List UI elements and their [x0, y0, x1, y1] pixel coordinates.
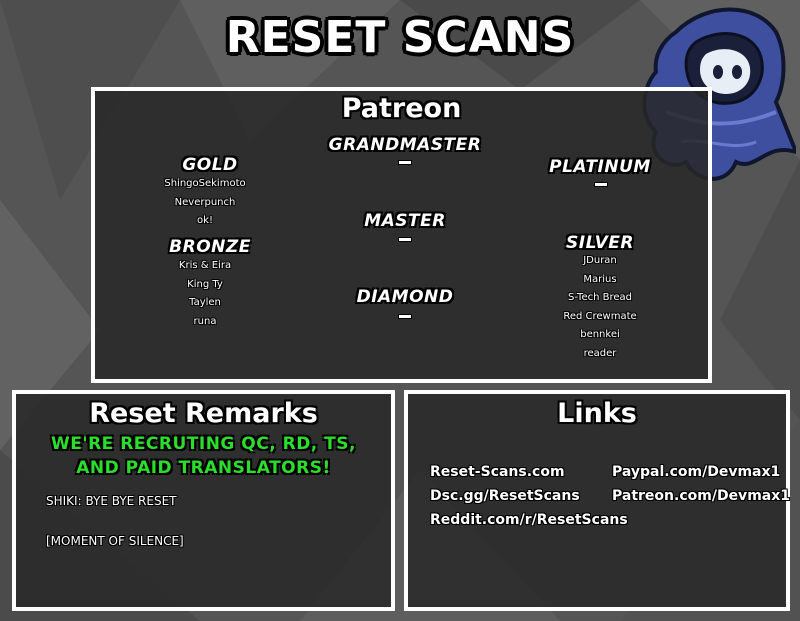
patreon-title: Patreon	[341, 93, 462, 124]
recruit-line-1: WE'RE RECRUTING QC, RD, TS,	[51, 434, 356, 454]
silver-name: reader	[583, 347, 617, 359]
bronze-name: King Ty	[187, 278, 223, 290]
tier-platinum: PLATINUM	[549, 157, 651, 177]
tier-gold: GOLD	[182, 155, 238, 175]
links-panel: Links Reset-Scans.com Dsc.gg/ResetScans …	[404, 390, 790, 611]
tier-diamond-dash	[399, 315, 411, 318]
gold-name: Neverpunch	[174, 196, 236, 208]
bronze-name: runa	[193, 315, 217, 327]
remark-line-1: SHIKI: BYE BYE RESET	[46, 494, 177, 508]
tier-master: MASTER	[364, 211, 446, 231]
link-patreon[interactable]: Patreon.com/Devmax1	[612, 488, 790, 504]
patreon-panel: Patreon GRANDMASTER GOLD ShingoSekimoto …	[91, 87, 712, 383]
silver-name: Marius	[583, 273, 617, 285]
tier-diamond: DIAMOND	[356, 287, 454, 307]
remarks-panel: Reset Remarks WE'RE RECRUTING QC, RD, TS…	[12, 390, 395, 611]
link-reddit[interactable]: Reddit.com/r/ResetScans	[430, 512, 628, 528]
silver-name: S-Tech Bread	[568, 292, 632, 303]
tier-grandmaster-dash	[399, 161, 411, 164]
bronze-name: Kris & Eira	[178, 260, 232, 271]
silver-name: Red Crewmate	[563, 310, 637, 322]
bronze-name: Taylen	[189, 297, 221, 308]
link-paypal[interactable]: Paypal.com/Devmax1	[612, 464, 781, 480]
tier-bronze: BRONZE	[169, 237, 251, 257]
recruit-line-2: AND PAID TRANSLATORS!	[76, 458, 331, 478]
tier-grandmaster: GRANDMASTER	[328, 135, 482, 155]
bronze-names: Kris & Eira King Ty Taylen runa	[135, 257, 275, 331]
silver-name: bennkei	[580, 329, 620, 340]
gold-name: ShingoSekimoto	[164, 178, 246, 189]
silver-name: JDuran	[583, 255, 617, 266]
links-title: Links	[557, 398, 637, 429]
remarks-title: Reset Remarks	[89, 398, 318, 429]
site-title: RESET SCANS	[225, 12, 575, 63]
tier-platinum-dash	[595, 183, 607, 186]
tier-master-dash	[399, 238, 411, 241]
gold-names: ShingoSekimoto Neverpunch ok!	[135, 175, 275, 231]
link-discord[interactable]: Dsc.gg/ResetScans	[430, 488, 580, 504]
link-reset-scans[interactable]: Reset-Scans.com	[430, 464, 565, 480]
silver-names: JDuran Marius S-Tech Bread Red Crewmate …	[525, 252, 675, 363]
tier-silver: SILVER	[566, 233, 634, 253]
remark-line-2: [MOMENT OF SILENCE]	[46, 534, 184, 548]
gold-name: ok!	[197, 215, 213, 226]
